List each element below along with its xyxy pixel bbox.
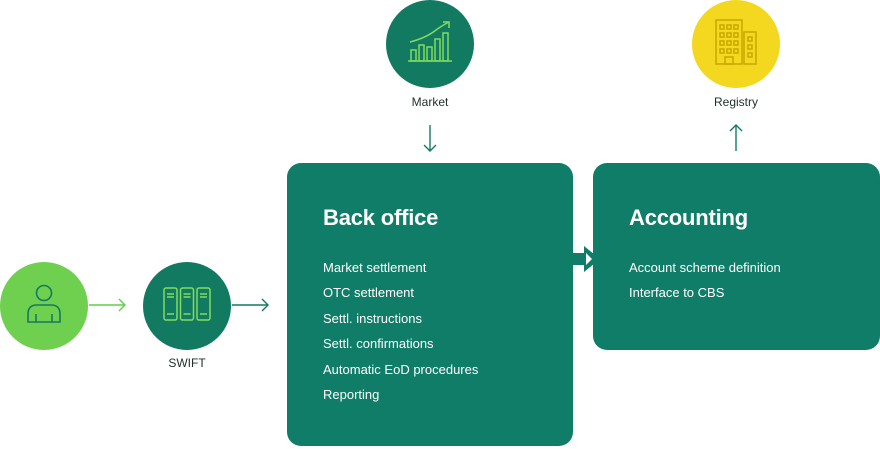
back-office-item: Market settlement [323,260,427,275]
server-icon [162,286,212,327]
back-office-list: Market settlement OTC settlement Settl. … [323,260,478,412]
accounting-item: Account scheme definition [629,260,781,275]
arrow-user-to-swift [89,298,126,312]
arrow-market-to-back-office [423,125,437,152]
arrow-swift-to-back-office [232,298,269,312]
building-icon [714,18,758,71]
user-icon [24,282,64,331]
accounting-item: Interface to CBS [629,285,725,301]
accounting-list: Account scheme definition Interface to C… [629,260,781,311]
registry-label: Registry [713,95,758,109]
back-office-item: Settl. confirmations [323,336,434,352]
accounting-panel: Accounting Account scheme definition Int… [593,163,880,350]
accounting-title: Accounting [629,205,748,230]
back-office-item: OTC settlement [323,285,415,301]
back-office-title: Back office [323,205,439,230]
back-office-panel: Back office Market settlement OTC settle… [287,163,573,446]
registry-node [692,0,780,88]
back-office-item: Reporting [323,386,380,402]
back-office-item: Automatic EoD procedures [323,361,479,377]
swift-node [143,262,231,350]
arrow-accounting-to-registry [729,124,743,151]
back-office-item: Settl. instructions [323,310,422,326]
swift-label: SWIFT [168,356,206,370]
market-label: Market [411,95,449,109]
chart-icon [406,20,454,69]
market-node [386,0,474,88]
user-node [0,262,88,350]
